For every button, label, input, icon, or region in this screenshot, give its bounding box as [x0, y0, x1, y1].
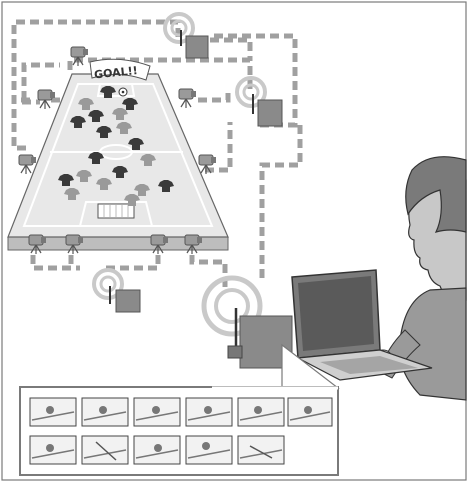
wireless-relay-top — [163, 12, 209, 59]
thumbnail-strip — [19, 386, 339, 476]
wireless-relay-bottom — [92, 268, 141, 313]
person-icon — [374, 156, 467, 401]
thumbnail — [287, 397, 333, 427]
thumbnail — [81, 435, 129, 465]
thumbnail — [185, 435, 233, 465]
router-device-icon — [185, 35, 209, 59]
wireless-relay-right — [235, 76, 283, 127]
thumbnail — [237, 397, 285, 427]
camera-icon — [70, 46, 89, 67]
players — [58, 86, 174, 206]
soccer-ball-icon — [118, 87, 128, 97]
thumbnail — [81, 397, 129, 427]
camera-icon — [178, 88, 197, 109]
thumbnail — [133, 435, 181, 465]
goal-banner-text: GOAL!! — [94, 64, 139, 81]
thumbnail — [133, 397, 181, 427]
laptop-icon — [291, 269, 433, 381]
wireless-signal-icon — [163, 12, 195, 44]
thumbnail — [29, 397, 77, 427]
goal-banner: GOAL!! — [89, 58, 151, 81]
goal-icon — [97, 203, 135, 219]
router-device-icon — [257, 99, 283, 127]
thumbnail — [237, 435, 285, 465]
router-device-icon — [115, 289, 141, 313]
thumbnail — [185, 397, 233, 427]
wireless-signal-icon — [201, 275, 263, 337]
wireless-signal-icon — [235, 76, 267, 108]
wireless-signal-icon — [92, 268, 124, 300]
base-station — [201, 275, 293, 369]
thumbnail — [29, 435, 77, 465]
